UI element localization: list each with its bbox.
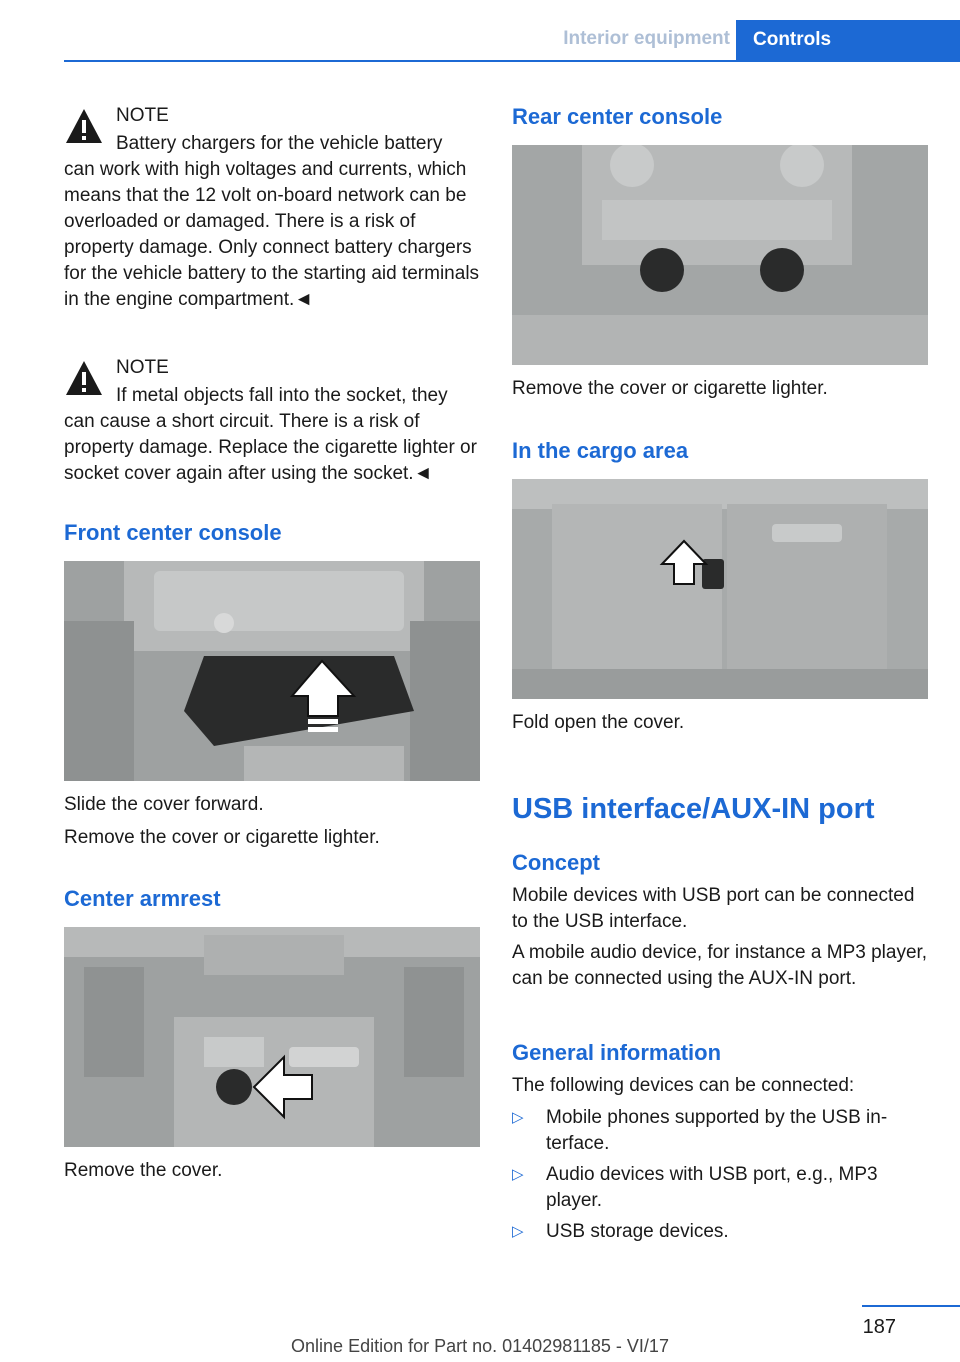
text-remove-cover-armrest: Remove the cover. bbox=[64, 1160, 223, 1181]
note-label: NOTE bbox=[116, 105, 169, 126]
triangle-bullet-icon: ▷ bbox=[512, 1166, 524, 1183]
text-devices-intro: The following devices can be connected: bbox=[512, 1075, 855, 1096]
list-item-text: Mobile phones supported by the USB in­te… bbox=[546, 1107, 888, 1154]
text-concept-aux: A mobile audio device, for instance a MP… bbox=[512, 942, 928, 989]
list-item-text: USB storage devices. bbox=[546, 1221, 729, 1242]
header-rule bbox=[64, 60, 960, 62]
list-item-text: Audio devices with USB port, e.g., MP3 p… bbox=[546, 1164, 878, 1211]
header-tab: Controls bbox=[736, 20, 960, 62]
list-item: ▷ USB storage devices. bbox=[512, 1219, 928, 1245]
note-body: can work with high voltages and currents… bbox=[64, 159, 480, 310]
text-remove-cover-rear: Remove the cover or cigarette lighter. bbox=[512, 378, 828, 399]
heading-rear-center-console: Rear center console bbox=[512, 104, 723, 129]
figure-rear-center-console bbox=[512, 145, 928, 365]
heading-center-armrest: Center armrest bbox=[64, 886, 221, 911]
section-title-usb-aux: USB interface/AUX-IN port bbox=[512, 793, 875, 825]
header-section: Interior equipment bbox=[563, 28, 730, 49]
triangle-bullet-icon: ▷ bbox=[512, 1109, 524, 1126]
triangle-bullet-icon: ▷ bbox=[512, 1223, 524, 1240]
heading-concept: Concept bbox=[512, 850, 600, 875]
note-label: NOTE bbox=[116, 357, 169, 378]
list-item: ▷ Audio devices with USB port, e.g., MP3… bbox=[512, 1162, 928, 1214]
text-slide-cover: Slide the cover forward. bbox=[64, 794, 264, 815]
figure-front-center-console bbox=[64, 561, 480, 781]
heading-general-information: General information bbox=[512, 1040, 722, 1065]
warning-triangle-icon bbox=[66, 109, 102, 143]
note-metal-objects: NOTE If metal objects fall into the sock… bbox=[64, 355, 480, 487]
note-first-line: If metal objects fall into the socket, t… bbox=[116, 385, 448, 406]
note-first-line: Battery chargers for the vehicle battery bbox=[116, 133, 443, 154]
footer-edition: Online Edition for Part no. 01402981185 … bbox=[291, 1336, 669, 1356]
note-body: can cause a short circuit. There is a ri… bbox=[64, 411, 477, 484]
text-concept-usb: Mobile devices with USB port can be con­… bbox=[512, 885, 915, 932]
warning-triangle-icon bbox=[66, 361, 102, 395]
heading-cargo-area: In the cargo area bbox=[512, 438, 689, 463]
text-remove-cover-front: Remove the cover or cigarette lighter. bbox=[64, 827, 380, 848]
heading-front-center-console: Front center console bbox=[64, 520, 282, 545]
list-item: ▷ Mobile phones supported by the USB in­… bbox=[512, 1105, 928, 1157]
text-fold-open-cover: Fold open the cover. bbox=[512, 712, 685, 733]
figure-center-armrest bbox=[64, 927, 480, 1147]
footer-rule bbox=[862, 1305, 960, 1307]
page-number: 187 bbox=[862, 1316, 896, 1338]
figure-cargo-area bbox=[512, 479, 928, 699]
note-battery-chargers: NOTE Battery chargers for the vehicle ba… bbox=[64, 103, 480, 313]
